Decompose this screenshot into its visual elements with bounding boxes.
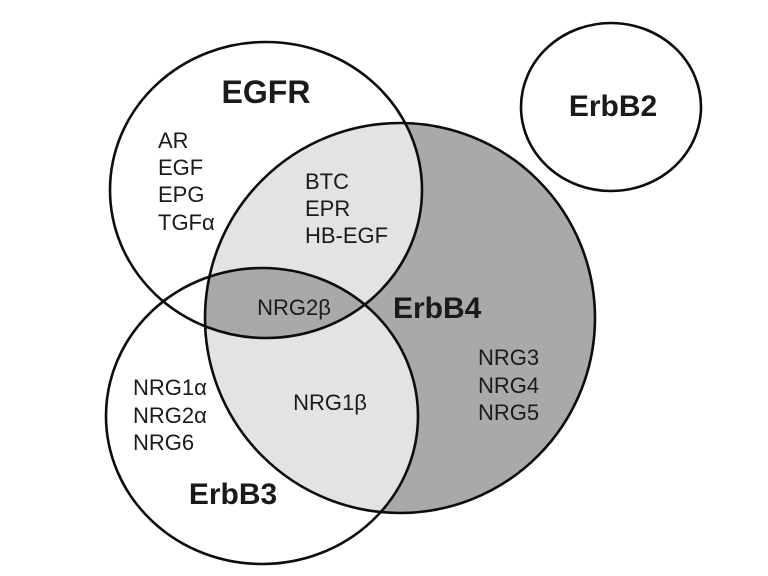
erbb4-circle-outline xyxy=(203,121,597,515)
ligand-tgfa: TGFα xyxy=(158,210,215,235)
ligand-nrg2b: NRG2β xyxy=(257,295,331,320)
egfr-only-ligand-list: AR EGF EPG TGFα xyxy=(158,128,215,235)
ligand-nrg5: NRG5 xyxy=(478,400,539,425)
ligand-btc: BTC xyxy=(305,169,349,194)
ligand-egf: EGF xyxy=(158,155,203,180)
ligand-epr: EPR xyxy=(305,196,350,221)
ligand-nrg1b: NRG1β xyxy=(293,390,367,415)
erbb2-label: ErbB2 xyxy=(569,90,657,123)
ligand-nrg4: NRG4 xyxy=(478,373,539,398)
ligand-nrg6: NRG6 xyxy=(133,430,194,455)
egfr-erbb4-ligand-list: BTC EPR HB-EGF xyxy=(305,169,388,248)
ligand-epg: EPG xyxy=(158,182,204,207)
erbb4-label: ErbB4 xyxy=(393,292,482,325)
ligand-nrg1a: NRG1α xyxy=(133,375,207,400)
ligand-ar: AR xyxy=(158,128,189,153)
ligand-nrg3: NRG3 xyxy=(478,345,539,370)
erbb4-only-ligand-list: NRG3 NRG4 NRG5 xyxy=(478,345,539,425)
egfr-circle-outline xyxy=(108,40,424,340)
erbb3-label: ErbB3 xyxy=(189,478,277,511)
egfr-label: EGFR xyxy=(222,74,311,110)
erbb3-only-ligand-list: NRG1α NRG2α NRG6 xyxy=(133,375,207,455)
erbb3-circle-outline xyxy=(104,266,420,566)
ligand-nrg2a: NRG2α xyxy=(133,403,207,428)
ligand-hb-egf: HB-EGF xyxy=(305,223,388,248)
erbb2-circle xyxy=(519,21,703,193)
